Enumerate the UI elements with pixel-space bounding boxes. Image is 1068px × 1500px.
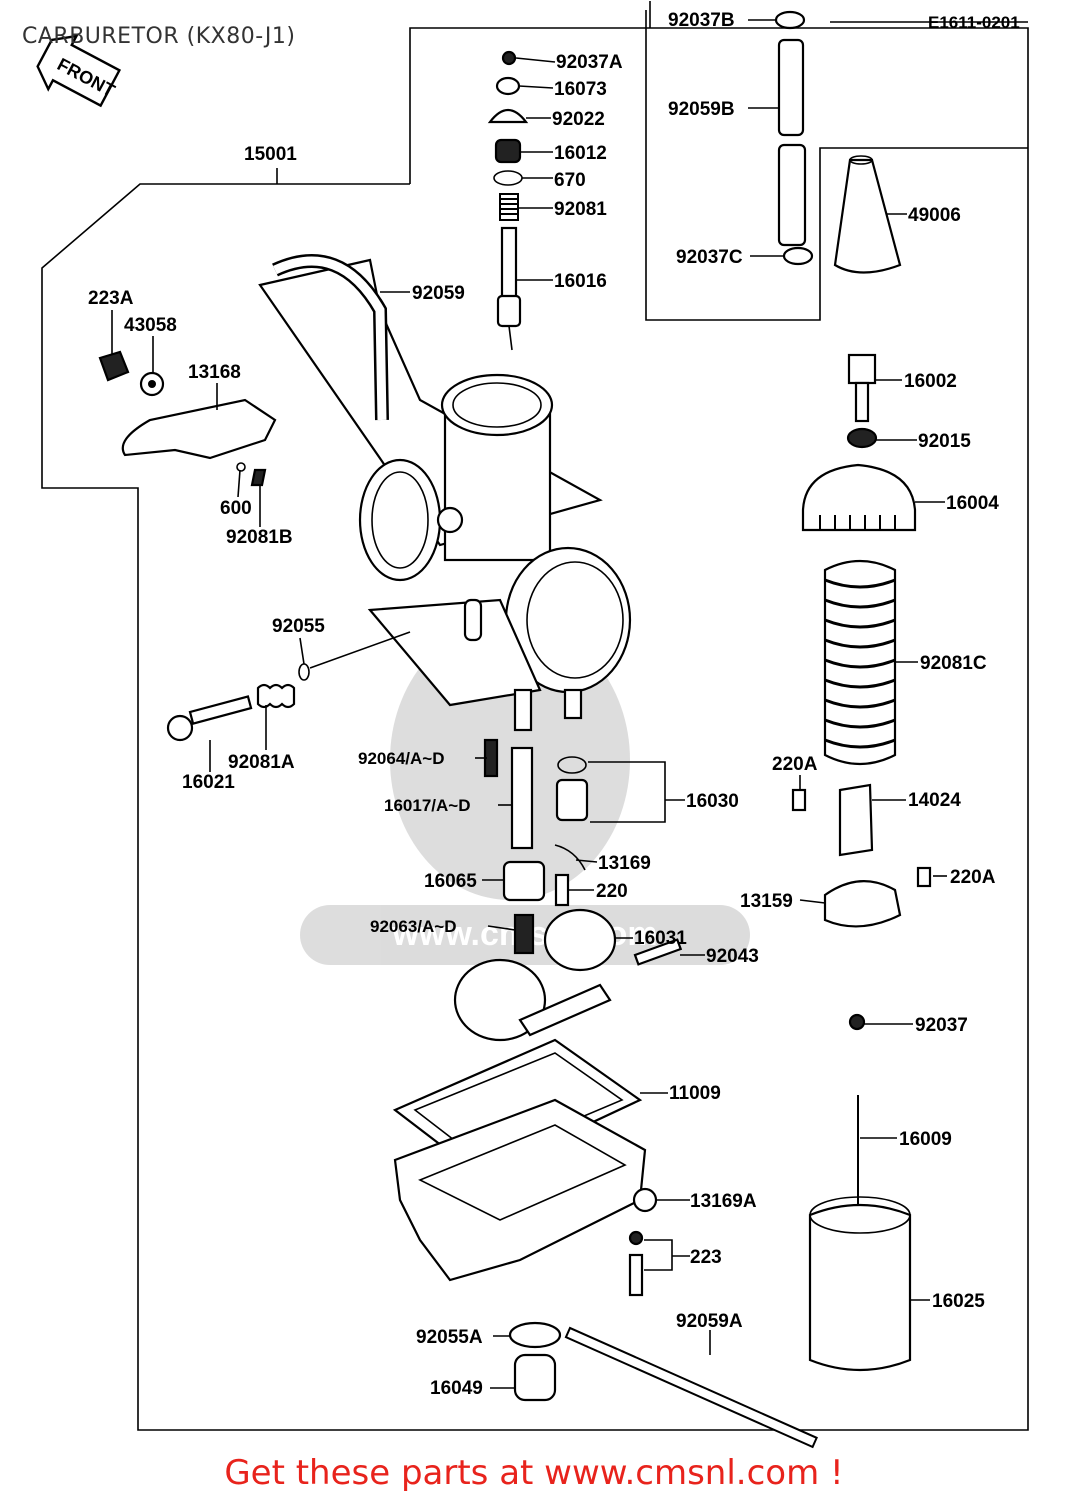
label-16012: 16012 [554, 143, 607, 164]
label-16025: 16025 [932, 1291, 985, 1312]
label-92081B: 92081B [226, 527, 293, 548]
label-223: 223 [690, 1247, 722, 1268]
label-92037C: 92037C [676, 247, 743, 268]
top-stack [487, 50, 529, 351]
label-92081A: 92081A [228, 752, 295, 773]
label-670: 670 [554, 170, 586, 191]
label-11009: 11009 [669, 1083, 721, 1104]
float-bowl-group [392, 1038, 818, 1449]
label-600: 600 [220, 498, 252, 519]
label-16030: 16030 [686, 791, 739, 812]
leader-lines [111, 19, 947, 1389]
label-92055: 92055 [272, 616, 325, 637]
part-labels: 15001 92037A 16073 92022 16012 670 92081… [88, 10, 1020, 1399]
label-220: 220 [596, 881, 628, 902]
label-92015: 92015 [918, 431, 971, 452]
label-15001: 15001 [244, 144, 297, 165]
label-92064: 92064/A~D [358, 749, 444, 768]
label-13169: 13169 [598, 853, 651, 874]
label-92037B: 92037B [668, 10, 735, 31]
label-220A-1: 220A [772, 754, 818, 775]
label-16021: 16021 [182, 772, 235, 793]
label-92022: 92022 [552, 109, 605, 130]
idle-screw-group [166, 631, 411, 742]
page-title: CARBURETOR (KX80-J1) [22, 24, 296, 49]
label-16031: 16031 [634, 928, 687, 949]
label-92059A: 92059A [676, 1311, 743, 1332]
label-13168: 13168 [188, 362, 241, 383]
throttle-lever-group [98, 350, 277, 487]
label-43058: 43058 [124, 315, 177, 336]
label-223A: 223A [88, 288, 134, 309]
diagram-code: E1611-0201 [928, 13, 1020, 32]
label-92063: 92063/A~D [370, 917, 456, 936]
label-92037A: 92037A [556, 52, 623, 73]
carburetor-body [258, 254, 632, 732]
footer-link-text[interactable]: Get these parts at www.cmsnl.com ! [224, 1453, 844, 1493]
right-column-parts [774, 10, 932, 1372]
label-92081C: 92081C [920, 653, 987, 674]
label-92081: 92081 [554, 199, 607, 220]
label-16002: 16002 [904, 371, 957, 392]
label-220A-2: 220A [950, 867, 996, 888]
label-16065: 16065 [424, 871, 477, 892]
label-16016: 16016 [554, 271, 607, 292]
jets-group [453, 738, 683, 1042]
label-16073: 16073 [554, 79, 607, 100]
assembly-outline [41, 1, 1029, 1431]
label-92043: 92043 [706, 946, 759, 967]
label-92037: 92037 [915, 1015, 968, 1036]
label-16049: 16049 [430, 1378, 483, 1399]
label-13159: 13159 [740, 891, 793, 912]
label-92059B: 92059B [668, 99, 735, 120]
label-16009: 16009 [899, 1129, 952, 1150]
label-13169A: 13169A [690, 1191, 757, 1212]
label-92055A: 92055A [416, 1327, 483, 1348]
label-49006: 49006 [908, 205, 961, 226]
label-16017: 16017/A~D [384, 796, 470, 815]
label-16004: 16004 [946, 493, 999, 514]
label-92059: 92059 [412, 283, 465, 304]
label-14024: 14024 [908, 790, 961, 811]
